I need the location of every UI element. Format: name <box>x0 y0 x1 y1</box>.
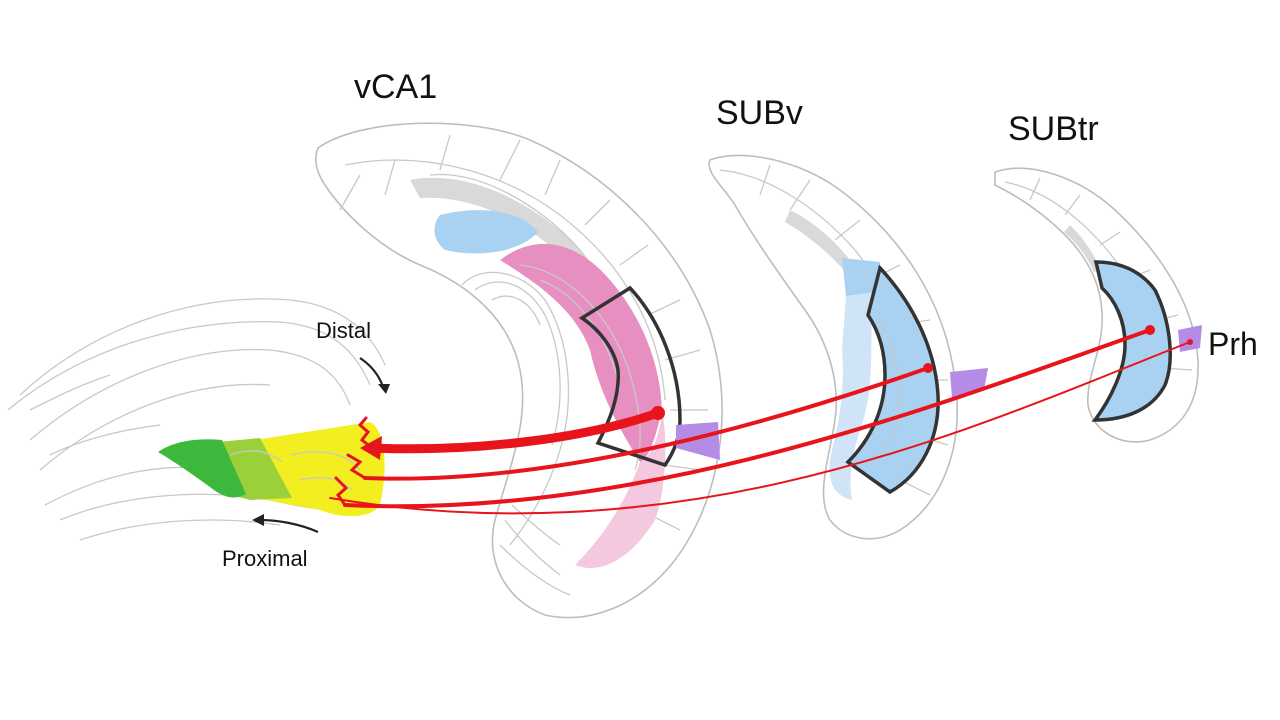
subtr-section <box>994 167 1202 443</box>
subtr-label: SUBtr <box>1008 110 1099 148</box>
projection-lines <box>329 325 1193 515</box>
terminal-zigzag-3 <box>334 476 349 507</box>
subv-label: SUBv <box>716 94 803 132</box>
vca1-origin-dot <box>651 406 665 420</box>
vca1-projection <box>367 408 663 454</box>
vca1-light-pink-region <box>575 410 666 568</box>
target-section <box>7 298 386 541</box>
subtr-projection <box>343 328 1152 509</box>
distal-label: Distal <box>316 318 371 343</box>
left-arrow-head <box>252 514 264 526</box>
subv-section <box>708 154 988 540</box>
prh-projection <box>329 341 1191 515</box>
subtr-gray-layer <box>1064 225 1100 272</box>
target-proximal-region <box>158 439 246 498</box>
terminal-zigzag-1 <box>357 416 374 450</box>
prh-label: Prh <box>1208 326 1258 362</box>
prh-origin-dot <box>1187 339 1193 345</box>
vca1-blue-region <box>434 210 538 254</box>
subtr-origin-dot <box>1145 325 1155 335</box>
subv-projection <box>363 366 930 481</box>
terminal-zigzag-2 <box>346 453 367 480</box>
vca1-highlighted-area <box>578 285 682 468</box>
vca1-label: vCA1 <box>354 68 437 106</box>
vca1-arrowhead <box>360 436 382 460</box>
subv-origin-dot <box>923 363 933 373</box>
proximal-arrow-group <box>252 514 319 534</box>
subv-gray-layer <box>785 210 860 280</box>
proximal-label: Proximal <box>222 546 308 571</box>
subv-blue-region <box>842 258 880 296</box>
curved-arrow-head <box>378 384 390 394</box>
vca1-perirhinal-wedge <box>676 422 720 460</box>
vca1-section <box>315 122 723 619</box>
subv-light-blue-region <box>829 292 878 500</box>
left-arrow-icon <box>259 518 319 534</box>
distal-arrow-group <box>359 357 390 394</box>
vca1-pink-region <box>500 243 662 462</box>
